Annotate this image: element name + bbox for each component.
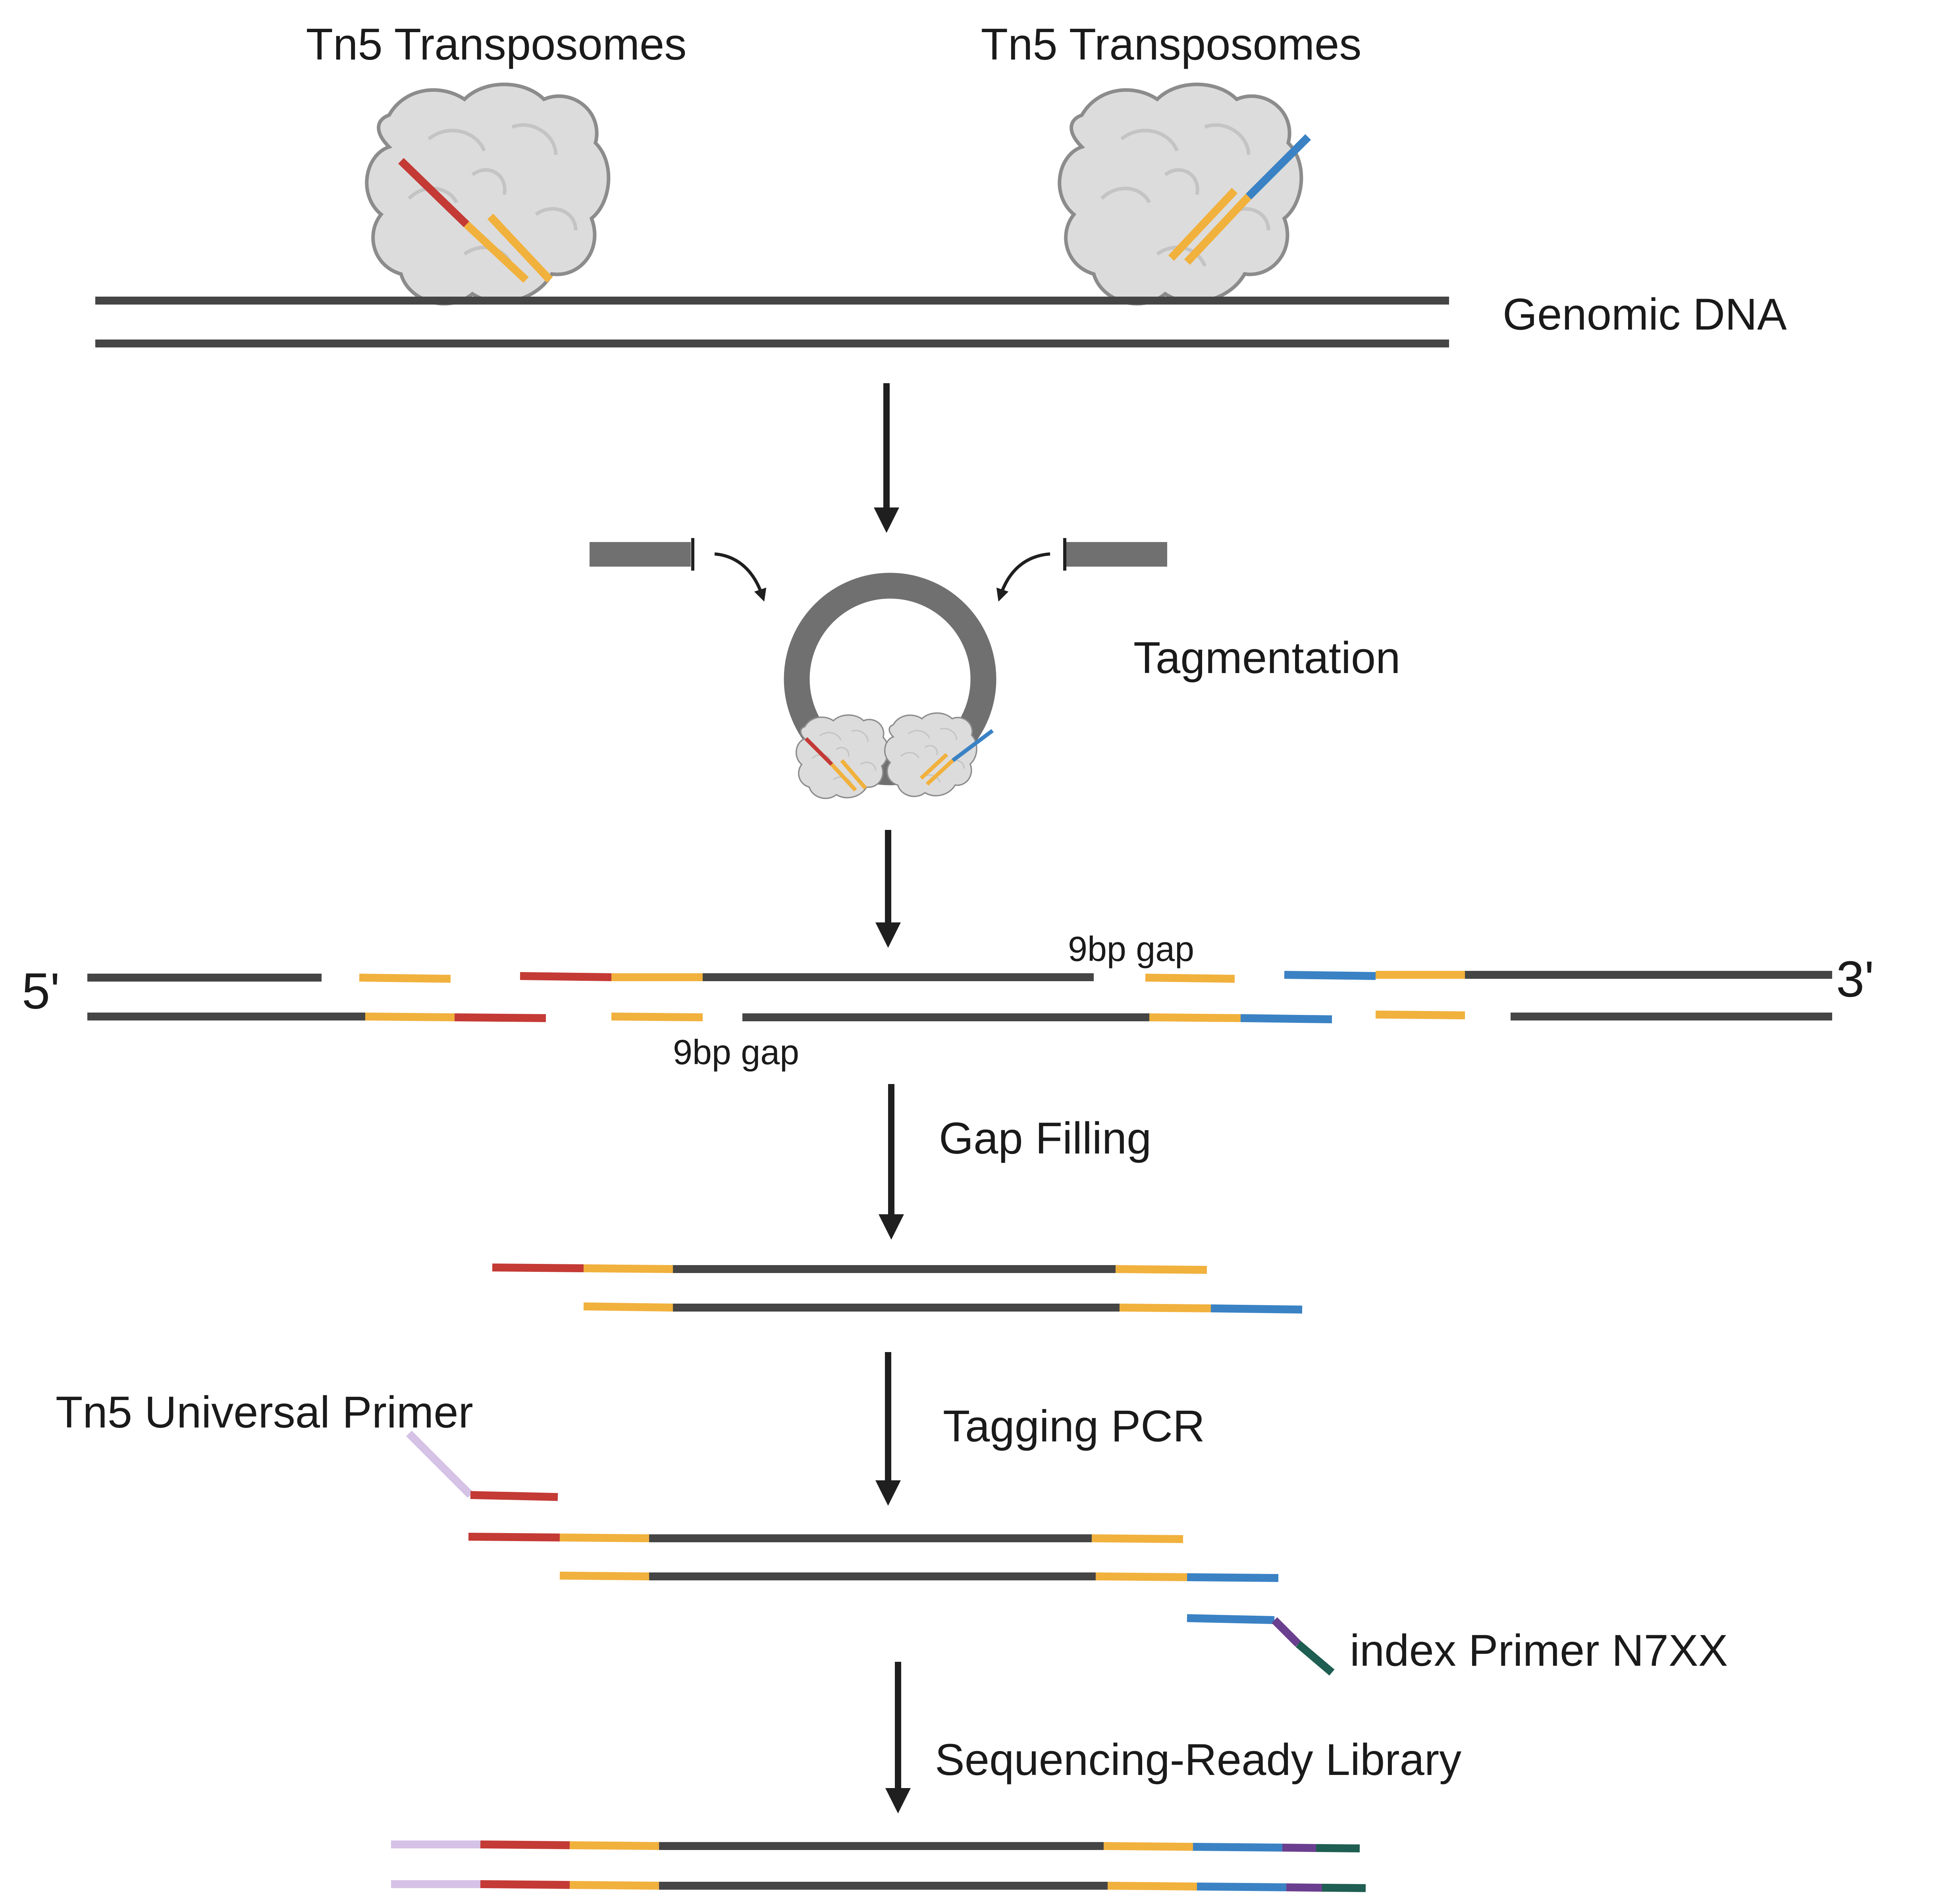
tagmentation-label: Tagmentation xyxy=(1133,633,1400,683)
tn5-transposome-right xyxy=(1060,85,1311,304)
gap-filled-fragment xyxy=(492,1264,1303,1314)
transposome-dimer xyxy=(795,712,994,799)
five-prime-label: 5' xyxy=(22,963,60,1020)
index-primer xyxy=(1187,1614,1335,1676)
gap-label-bottom: 9bp gap xyxy=(673,1032,799,1072)
tn5-universal-primer-label: Tn5 Universal Primer xyxy=(56,1387,473,1437)
tagging-pcr-label: Tagging PCR xyxy=(943,1401,1205,1451)
index-primer-label: index Primer N7XX xyxy=(1350,1626,1728,1675)
pcr-template-fragment xyxy=(468,1533,1279,1582)
three-prime-label: 3' xyxy=(1836,951,1874,1008)
tagmented-fragments xyxy=(87,971,1832,1023)
tn5-transposomes-label-right: Tn5 Transposomes xyxy=(981,19,1362,69)
insertion-arrow-left xyxy=(714,552,767,602)
sequencing-ready-library-label: Sequencing-Ready Library xyxy=(935,1735,1461,1784)
gap-label-top: 9bp gap xyxy=(1068,929,1194,968)
transposon-insert-right xyxy=(1063,538,1167,571)
tn5-transposomes-label-left: Tn5 Transposomes xyxy=(306,19,687,69)
tn5-transposome-left xyxy=(367,85,609,304)
genomic-dna xyxy=(95,297,1449,347)
gap-filling-label: Gap Filling xyxy=(939,1113,1151,1163)
insertion-arrow-right xyxy=(996,552,1050,602)
transposon-insert-left xyxy=(590,538,694,571)
tn5-universal-primer xyxy=(406,1430,558,1501)
genomic-dna-label: Genomic DNA xyxy=(1503,289,1787,339)
sequencing-ready-library xyxy=(391,1840,1366,1892)
